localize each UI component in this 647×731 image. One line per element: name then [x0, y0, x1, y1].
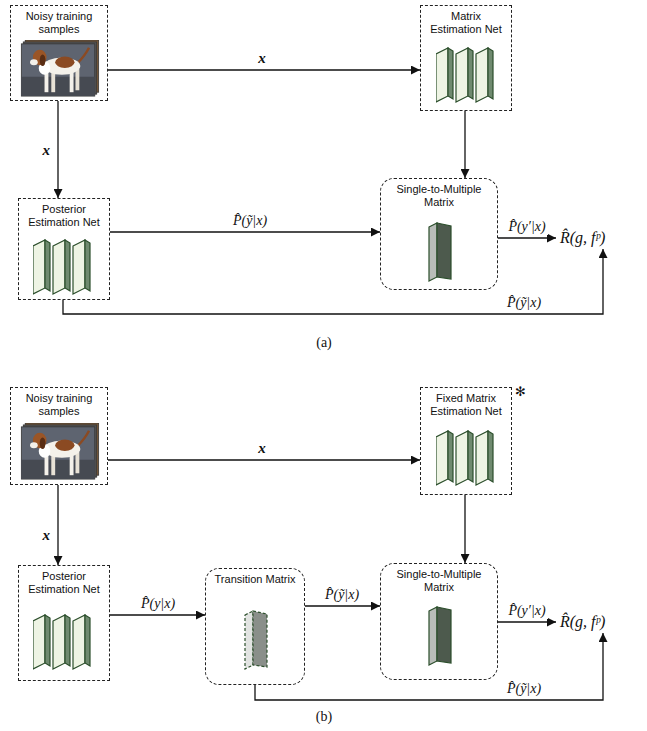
box-label: Matrix Estimation Net — [424, 10, 508, 36]
edge-label: P̂(ỹ|x) — [505, 294, 543, 311]
box-label: Transition Matrix — [209, 573, 301, 586]
formula-node: R̂(g, fᵖ) — [556, 610, 609, 633]
dashed-box: Posterior Estimation Net — [18, 198, 110, 300]
box-label: Single-to-Multiple Matrix — [384, 183, 494, 209]
arrow-connector — [464, 111, 465, 178]
edge-label: P̂(ỹ|x) — [323, 586, 361, 603]
dog-photo — [21, 40, 98, 96]
arrow-connector — [255, 633, 603, 700]
dashed-box: Fixed Matrix Estimation Net✻ — [420, 387, 512, 495]
rounded-dashed-box: Single-to-Multiple Matrix — [380, 178, 498, 290]
edge-label: P̂(y′|x) — [506, 218, 547, 235]
arrow-connector — [110, 231, 380, 232]
edge-label: x — [256, 50, 268, 67]
arrow-connector — [63, 249, 603, 314]
dashed-box: Matrix Estimation Net — [420, 5, 512, 111]
arrow-connector — [110, 614, 205, 615]
box-label: Posterior Estimation Net — [22, 570, 106, 596]
box-label: Fixed Matrix Estimation Net — [424, 392, 508, 418]
subfigure-label: (a) — [316, 334, 332, 351]
edge-label: P̂(y′|x) — [506, 602, 547, 619]
arrow-connector — [498, 237, 556, 238]
box-label: Single-to-Multiple Matrix — [384, 568, 494, 594]
rounded-dashed-box: Single-to-Multiple Matrix — [380, 563, 498, 680]
arrow-connector — [57, 101, 58, 198]
edge-label: P̂(ỹ|x) — [231, 212, 269, 229]
arrow-connector — [108, 459, 420, 460]
network-icon — [33, 240, 90, 294]
arrow-connector — [108, 69, 420, 70]
rounded-dashed-box: Transition Matrix — [205, 568, 305, 685]
matrix-icon — [245, 611, 267, 669]
arrow-connector — [498, 621, 556, 622]
arrow-connector — [464, 495, 465, 563]
matrix-icon — [429, 223, 451, 281]
dashed-box: Noisy training samples — [10, 387, 108, 485]
edge-label: P̂(y|x) — [139, 595, 177, 612]
formula-text: R̂(g, fᵖ) — [560, 612, 605, 631]
dashed-box: Posterior Estimation Net — [18, 565, 110, 681]
edge-label: x — [41, 527, 53, 544]
star-mark: ✻ — [515, 385, 526, 399]
subfigure-label: (b) — [316, 708, 332, 725]
network-icon — [436, 48, 493, 102]
network-icon — [436, 431, 493, 485]
formula-text: R̂(g, fᵖ) — [560, 228, 605, 247]
edge-label: x — [41, 142, 53, 159]
edge-label: x — [256, 440, 268, 457]
dog-photo — [21, 423, 98, 479]
edge-label: P̂(ỹ|x) — [505, 680, 543, 697]
network-icon — [33, 615, 90, 669]
box-label: Noisy training samples — [14, 392, 104, 418]
matrix-icon — [429, 607, 451, 665]
box-label: Noisy training samples — [14, 10, 104, 36]
dashed-box: Noisy training samples — [10, 5, 108, 101]
formula-node: R̂(g, fᵖ) — [556, 226, 609, 249]
arrow-connector — [305, 605, 380, 606]
arrow-connector — [57, 485, 58, 565]
box-label: Posterior Estimation Net — [22, 203, 106, 229]
